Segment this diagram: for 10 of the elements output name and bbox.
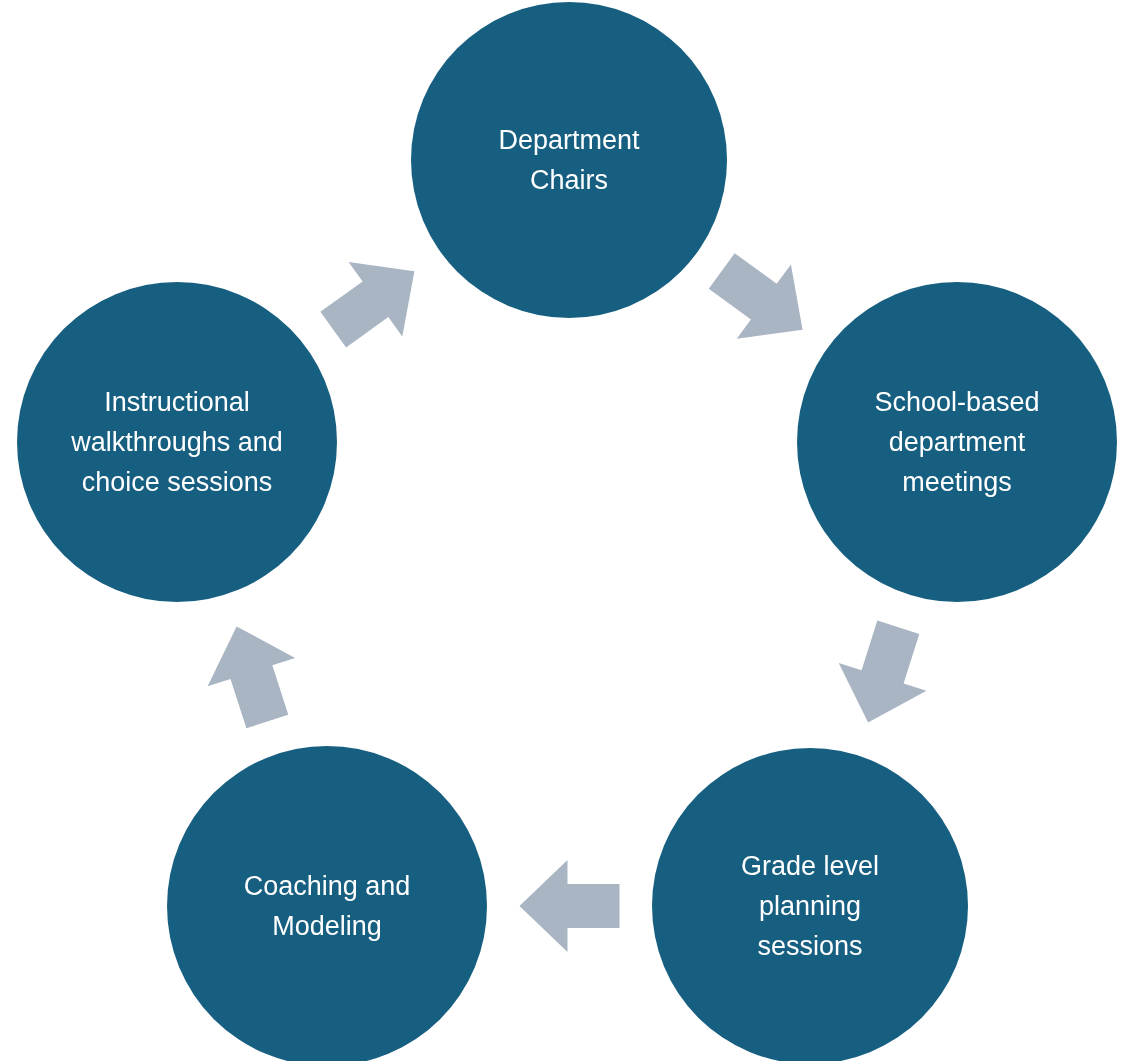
block-arrow [320, 261, 415, 348]
node-label: Instructional walkthroughs and choice sessions [70, 386, 284, 499]
block-arrow [838, 620, 927, 723]
block-arrow [708, 253, 803, 339]
node-label: Coaching and Modeling [242, 870, 412, 943]
node-label: Grade level planning sessions [739, 850, 881, 963]
block-arrow [519, 860, 620, 952]
block-arrow [207, 626, 296, 729]
node-label: Department Chairs [497, 124, 641, 197]
node-label: School-based department meetings [873, 386, 1041, 499]
